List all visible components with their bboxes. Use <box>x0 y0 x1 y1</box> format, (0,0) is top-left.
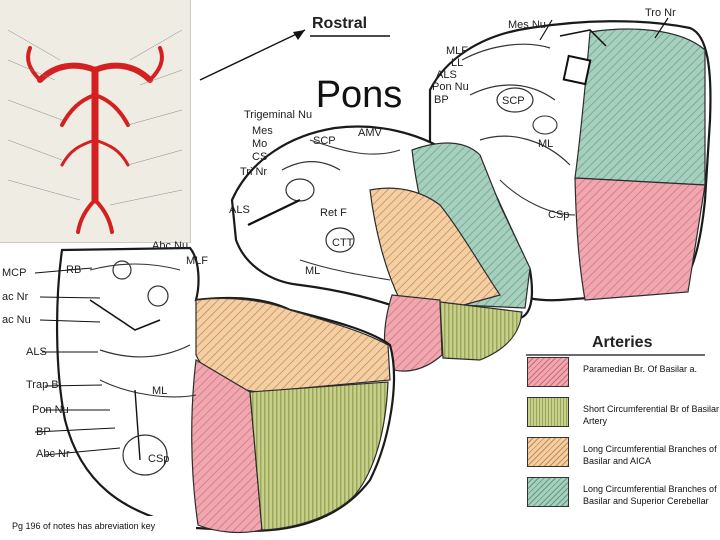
label-ml-middle: ML <box>305 265 321 277</box>
caudal-pons-section <box>55 246 396 534</box>
label-cs: CS <box>252 151 268 163</box>
label-ac-nr: ac Nr <box>2 291 29 303</box>
label-als-top: ALS <box>436 69 457 81</box>
label-mlf-bottom: MLF <box>186 255 208 267</box>
label-trigeminal-nu: Trigeminal Nu <box>244 109 313 121</box>
label-trap-b: Trap B <box>26 379 59 391</box>
label-mlf-top: MLF <box>446 45 468 57</box>
label-tro-nr: Tro Nr <box>645 7 676 19</box>
label-ml-bottom: ML <box>152 385 168 397</box>
label-scp-middle: SCP <box>313 135 336 147</box>
abbreviation-footnote: Pg 196 of notes has abreviation key <box>0 516 196 536</box>
label-scp-top: SCP <box>502 95 525 107</box>
label-ac-nu: ac Nu <box>2 314 31 326</box>
legend-swatch-long-circumferential-aica <box>527 437 569 467</box>
label-mcp: MCP <box>2 267 27 279</box>
label-abc-nr: Abc Nr <box>36 448 70 460</box>
legend-swatch-long-circumferential-sca <box>527 477 569 507</box>
label-ll: LL <box>451 57 464 69</box>
label-abc-nu: Abc Nu <box>152 240 189 252</box>
label-amv: AMV <box>358 127 382 139</box>
label-bp-bottom: BP <box>36 426 51 438</box>
label-als-middle: ALS <box>229 204 250 216</box>
legend-label-long-circumferential-sca: Long Circumferential Branches of Basilar… <box>583 484 717 506</box>
label-csp-top: CSp <box>548 209 570 221</box>
label-rostral: Rostral <box>312 15 368 32</box>
label-pon-nu-top: Pon Nu <box>432 81 469 93</box>
arterial-supply-thumbnail <box>0 0 191 243</box>
label-arteries: Arteries <box>592 334 653 351</box>
middle-pons-section <box>230 125 534 372</box>
label-mes: Mes <box>252 125 273 137</box>
basilar-artery-illustration <box>7 29 183 234</box>
slide-title: Pons <box>303 70 415 120</box>
label-mo: Mo <box>252 138 268 150</box>
label-mes-nu: Mes Nu <box>508 19 546 31</box>
label-pon-nu-bottom: Pon Nu <box>32 404 69 416</box>
label-ret-f: Ret F <box>320 207 347 219</box>
legend-label-long-circumferential-aica: Long Circumferential Branches of Basilar… <box>583 444 717 466</box>
label-rb: RB <box>66 264 82 276</box>
label-tri-nr: Tri Nr <box>240 166 268 178</box>
legend-label-short-circumferential: Short Circumferential Br of Basilar Arte… <box>583 404 720 426</box>
label-ml-top: ML <box>538 138 554 150</box>
label-bp-top: BP <box>434 94 449 106</box>
legend-swatch-paramedian <box>527 357 569 387</box>
legend-label-paramedian: Paramedian Br. Of Basilar a. <box>583 364 698 374</box>
arteries-legend: Paramedian Br. Of Basilar a. Short Circu… <box>525 357 720 517</box>
label-ctt: CTT <box>332 237 354 249</box>
label-als-bottom: ALS <box>26 346 47 358</box>
label-csp-bottom: CSp <box>148 453 170 465</box>
legend-swatch-short-circumferential <box>527 397 569 427</box>
